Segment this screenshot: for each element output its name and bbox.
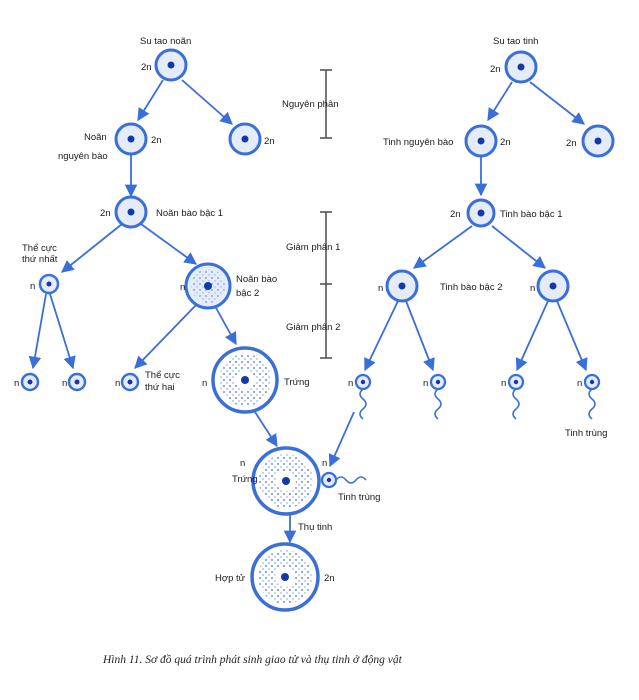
ploidy-label: n: [240, 458, 245, 469]
sperm-cell: [583, 373, 601, 420]
arrow: [515, 300, 549, 372]
secondary-oocyte-label-line2: bậc 2: [236, 288, 259, 299]
ploidy-label: n: [180, 282, 185, 293]
ploidy-label: n: [348, 378, 353, 389]
spermatogonium-top-cell: [504, 50, 538, 84]
ploidy-label: 2n: [450, 209, 461, 220]
ploidy-label: n: [202, 378, 207, 389]
ploidy-label: n: [577, 378, 582, 389]
ploidy-label: n: [530, 283, 535, 294]
fertilizing-egg-cell: [251, 446, 321, 516]
ploidy-label: 2n: [490, 64, 501, 75]
ploidy-label: 2n: [100, 208, 111, 219]
first-polar-body-label-line1: Thể cực: [22, 243, 57, 254]
ploidy-label: n: [378, 283, 383, 294]
ploidy-label: n: [30, 281, 35, 292]
ploidy-label: 2n: [264, 136, 275, 147]
arrow: [364, 300, 399, 372]
oogenesis-title: Su tao noãn: [140, 36, 191, 47]
ploidy-label: n: [501, 378, 506, 389]
arrow: [181, 79, 233, 125]
mitosis-label: Nguyên phân: [282, 99, 339, 110]
oogonium-right-cell: [228, 122, 262, 156]
secondary-spermatocyte-cell: [536, 269, 570, 303]
arrow: [61, 223, 123, 273]
first-polar-body-cell: [38, 273, 60, 295]
sperm-cell: [354, 373, 372, 420]
ploidy-label: n: [322, 458, 327, 469]
spermatogonium-label: Tinh nguyên bào: [383, 137, 453, 148]
arrow: [412, 225, 473, 269]
secondary-spermatocyte-cell: [385, 269, 419, 303]
arrow: [140, 223, 198, 265]
egg-cell: [211, 346, 279, 414]
arrow: [487, 81, 513, 122]
labels: Su tao noãn 2n Su tao tinh 2n Nguyên phâ…: [14, 36, 607, 584]
polar-body-cell: [20, 372, 40, 392]
sperm-label: Tinh trùng: [565, 428, 607, 439]
zygote-cell: [250, 542, 320, 612]
ploidy-label: 2n: [500, 137, 511, 148]
ploidy-label: n: [62, 378, 67, 389]
arrows: [28, 79, 588, 544]
ploidy-label: 2n: [324, 573, 335, 584]
ploidy-label: 2n: [141, 62, 152, 73]
phase-brackets: [320, 69, 332, 359]
sperm-label: Tinh trùng: [338, 492, 380, 503]
first-polar-body-label-line2: thứ nhất: [22, 254, 58, 265]
oogonium-label-line2: nguyên bào: [58, 151, 108, 162]
sperm-cell: [429, 373, 447, 420]
arrow: [328, 411, 355, 468]
arrow: [137, 79, 164, 122]
spermatogonium-cell: [464, 124, 498, 158]
ploidy-label: n: [115, 378, 120, 389]
primary-spermatocyte-label: Tinh bào bậc 1: [500, 209, 563, 220]
primary-spermatocyte-cell: [466, 198, 496, 228]
arrow: [134, 303, 198, 369]
arrow: [254, 411, 278, 448]
ploidy-label: 2n: [151, 135, 162, 146]
fertilization-label: Thụ tinh: [298, 522, 332, 533]
arrow: [214, 305, 237, 346]
oogonium-label-line1: Noãn: [84, 132, 107, 143]
arrow: [491, 225, 546, 269]
meiosis-2-label: Giảm phân 2: [286, 322, 340, 333]
egg-label: Trứng: [232, 474, 258, 485]
arrow: [49, 293, 76, 370]
secondary-oocyte-cell: [184, 262, 232, 310]
egg-label: Trứng: [284, 377, 310, 388]
ploidy-label: 2n: [566, 138, 577, 149]
second-polar-body-label-line1: Thể cực: [145, 370, 180, 381]
arrow: [529, 81, 585, 125]
spermatogonium-right-cell: [581, 124, 615, 158]
figure-caption: Hình 11. Sơ đồ quá trình phát sinh giao …: [102, 653, 403, 666]
ploidy-label: n: [423, 378, 428, 389]
fertilizing-sperm-cell: [320, 471, 367, 489]
arrow: [405, 300, 435, 372]
polar-body-cell: [67, 372, 87, 392]
arrow: [556, 300, 588, 372]
zygote-label: Hợp tử: [215, 573, 246, 584]
second-polar-body-label-line2: thứ hai: [145, 382, 175, 393]
oogonium-cell: [114, 122, 148, 156]
oogonium-top-cell: [154, 48, 188, 82]
secondary-spermatocyte-label: Tinh bào bậc 2: [440, 282, 503, 293]
primary-oocyte-label: Noãn bào bậc 1: [156, 208, 223, 219]
arrow: [28, 293, 47, 370]
spermatogenesis-title: Su tao tinh: [493, 36, 538, 47]
secondary-oocyte-label-line1: Noãn bào: [236, 274, 277, 285]
second-polar-body-cell: [120, 372, 140, 392]
meiosis-1-label: Giảm phân 1: [286, 242, 340, 253]
ploidy-label: n: [14, 378, 19, 389]
primary-oocyte-cell: [114, 195, 148, 229]
sperm-cell: [507, 373, 525, 420]
